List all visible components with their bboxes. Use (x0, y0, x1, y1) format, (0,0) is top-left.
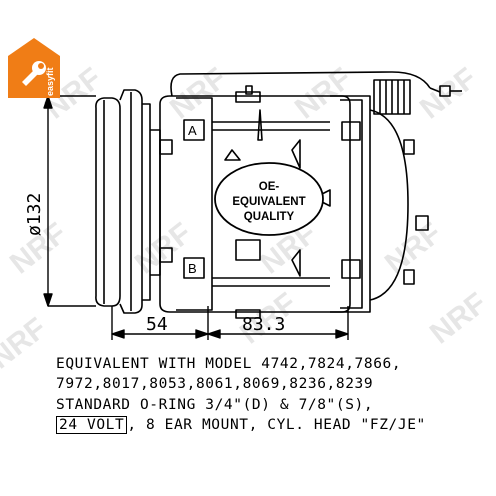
watermark-text: NRF (289, 62, 358, 126)
port-b (183, 257, 205, 279)
port-a (183, 119, 205, 141)
spec-line-models: EQUIVALENT WITH MODEL 4742,7824,7866, (56, 356, 402, 372)
clutch-coil-connector (170, 71, 462, 115)
mount-text: , 8 EAR MOUNT, CYL. HEAD "FZ/JE" (127, 417, 426, 433)
mounting-bolts (159, 85, 429, 319)
clutch-depth-label: 54 (146, 314, 168, 335)
easyfit-badge: easyfit (8, 38, 60, 98)
oe-quality-callout: OE- EQUIVALENT QUALITY (214, 162, 324, 236)
watermark-text: NRF (164, 62, 233, 126)
body-length-label: 83.3 (242, 314, 285, 335)
compressor-body (159, 95, 409, 313)
callout-line-3: QUALITY (244, 211, 295, 223)
port-c (341, 121, 361, 141)
port-d (341, 259, 361, 279)
brand-text: easyfit (45, 67, 55, 96)
watermark-text: NRF (414, 62, 483, 126)
diameter-label: ø132 (24, 193, 45, 236)
watermark-text: NRF (424, 287, 493, 351)
spec-line-oring: STANDARD O-RING 3/4"(D) & 7/8"(S), (56, 397, 374, 413)
voltage-box: 24 VOLT (56, 416, 128, 434)
callout-line-2: EQUIVALENT (232, 196, 305, 208)
callout-line-1: OE- (259, 181, 280, 193)
dimension-diameter (43, 95, 96, 307)
wrench-icon (22, 61, 46, 86)
port-b-label: B (188, 261, 197, 276)
dimension-horizontal (111, 306, 349, 340)
pulley (95, 89, 161, 314)
watermark-text: NRF (0, 312, 53, 376)
port-a-label: A (188, 123, 197, 138)
spec-line-mount: 24 VOLT, 8 EAR MOUNT, CYL. HEAD "FZ/JE" (56, 416, 496, 434)
spec-line-models-2: 7972,8017,8053,8061,8069,8236,8239 (56, 376, 374, 392)
